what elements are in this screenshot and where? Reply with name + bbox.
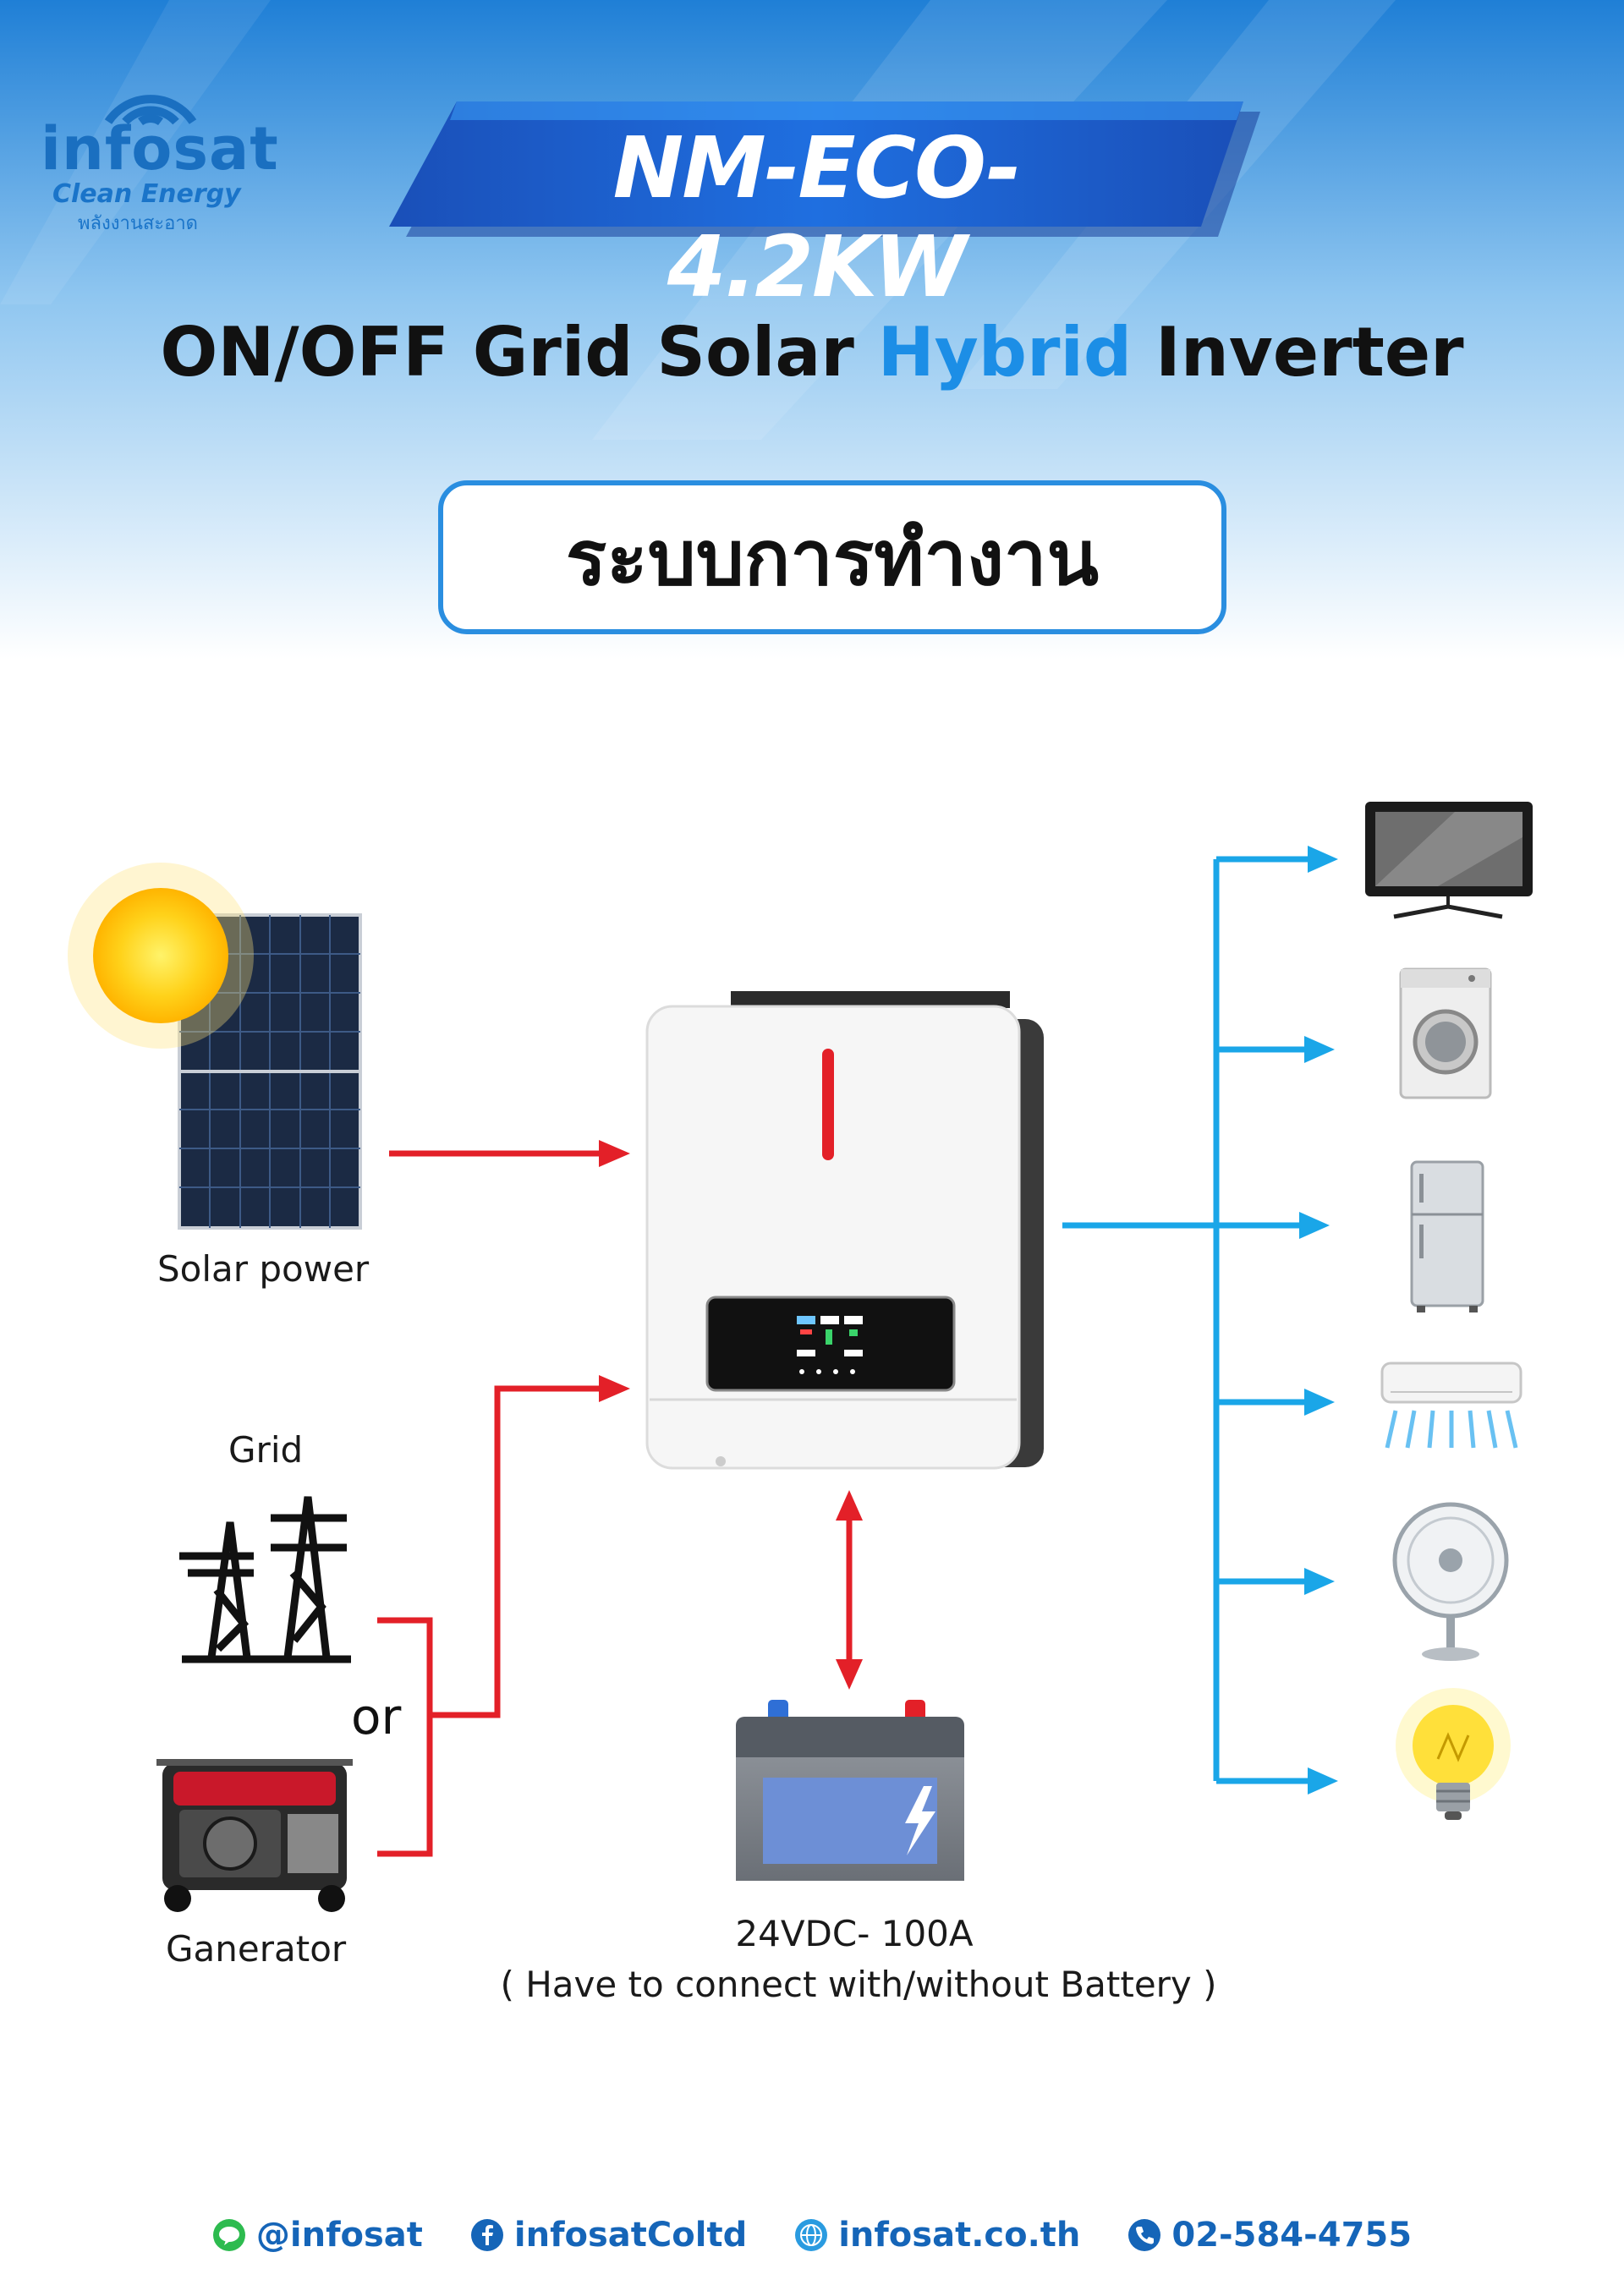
sun-icon [68,863,254,1049]
footer-facebook-name: infosatColtd [513,2216,748,2255]
grid-label: Grid [228,1429,304,1471]
power-grid-tower-icon [179,1496,351,1663]
tv-icon [1365,802,1533,919]
load-output-bus [1062,856,1311,1784]
battery-note: ( Have to connect with/without Battery ) [500,1964,1217,2005]
washing-machine-icon [1399,967,1492,1099]
generator-icon [156,1759,353,1912]
section-title-box: ระบบการทำงาน [438,480,1226,634]
footer-facebook[interactable]: infosatColtd [470,2216,747,2255]
footer-contacts: @infosat infosatColtd infosat.co.th 02 [0,2216,1624,2255]
solar-panel-icon [178,913,362,1230]
globe-icon [795,2219,828,2251]
phone-icon [1128,2219,1161,2251]
battery-link-arrow [836,1490,863,1690]
hybrid-inverter-unit [645,991,1044,1470]
battery-spec: 24VDC- 100A [735,1913,974,1954]
system-diagram [68,802,1533,1912]
solar-power-label: Solar power [157,1248,370,1290]
footer-phone-number: 02-584-4755 [1171,2216,1413,2255]
load-output-arrowheads [1299,846,1338,1795]
brand-logo-name: infosat [41,114,279,184]
footer-line-id: @infosat [255,2216,423,2255]
subtitle-highlight: Hybrid [877,313,1133,392]
air-conditioner-icon [1380,1362,1522,1449]
footer-line[interactable]: @infosat [212,2216,423,2255]
brand-tagline: Clean Energy [52,179,241,209]
inverter-display-screen [797,1316,863,1374]
brand-tagline-thai: พลังงานสะอาด [78,213,198,234]
refrigerator-icon [1410,1160,1484,1312]
model-title: NM-ECO-4.2KW [612,118,1022,316]
grid-generator-input-connector [377,1385,602,1857]
product-subtitle: ON/OFF Grid Solar Hybrid Inverter [0,313,1624,392]
battery-icon [736,1700,964,1881]
footer-website[interactable]: infosat.co.th [794,2216,1080,2255]
footer-website-url: infosat.co.th [838,2216,1081,2255]
subtitle-part2: Inverter [1132,313,1464,392]
generator-label: Ganerator [166,1928,347,1970]
subtitle-part1: ON/OFF Grid Solar [160,313,878,392]
or-label: or [351,1688,402,1745]
wifi-signal-icon [104,95,197,126]
facebook-icon [470,2219,503,2251]
footer-phone[interactable]: 02-584-4755 [1127,2216,1412,2255]
grid-input-arrowhead [599,1375,630,1402]
solar-input-arrow [389,1140,630,1167]
light-bulb-icon [1396,1688,1511,1820]
section-title: ระบบการทำงาน [565,513,1100,603]
fan-icon [1392,1502,1509,1661]
line-app-icon [212,2219,245,2251]
